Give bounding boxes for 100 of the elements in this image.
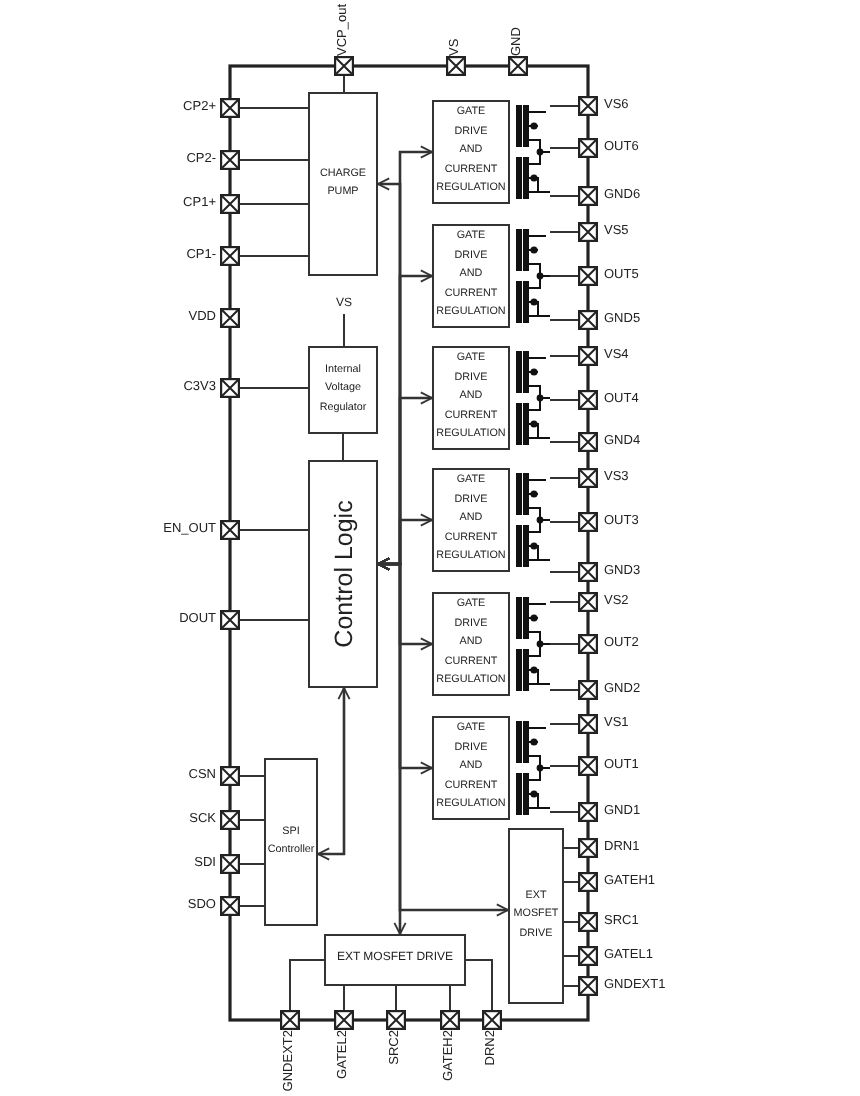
pin-terminal xyxy=(220,98,240,118)
connection-line xyxy=(549,319,579,321)
mosfet-pair-drawing xyxy=(516,350,550,446)
connection-line xyxy=(239,819,265,821)
connection-line xyxy=(549,521,579,523)
connection-line xyxy=(549,275,579,277)
connection-line xyxy=(239,387,309,389)
mosfet-pair-drawing xyxy=(516,104,550,200)
connection-line xyxy=(239,107,309,109)
connection-line xyxy=(343,75,345,93)
connection-line xyxy=(549,441,579,443)
pin-terminal xyxy=(578,96,598,116)
pin-terminal xyxy=(578,346,598,366)
connection-line xyxy=(239,203,309,205)
connection-line xyxy=(563,847,579,849)
pin-terminal xyxy=(578,714,598,734)
connection-line xyxy=(239,529,309,531)
function-block xyxy=(308,460,378,688)
pin-terminal xyxy=(578,186,598,206)
pin-terminal xyxy=(578,680,598,700)
connection-line xyxy=(549,765,579,767)
pin-terminal xyxy=(578,872,598,892)
connection-line xyxy=(563,985,579,987)
connection-line xyxy=(549,147,579,149)
pin-terminal xyxy=(578,432,598,452)
pin-terminal xyxy=(578,802,598,822)
connection-line xyxy=(549,601,579,603)
pin-terminal xyxy=(280,1010,300,1030)
pin-terminal xyxy=(578,222,598,242)
function-block xyxy=(264,758,318,926)
pin-terminal xyxy=(220,378,240,398)
pin-terminal xyxy=(482,1010,502,1030)
pin-terminal xyxy=(220,766,240,786)
bus-arrow xyxy=(317,687,351,861)
connection-line xyxy=(549,723,579,725)
mosfet-pair-drawing xyxy=(516,720,550,816)
pin-terminal xyxy=(220,896,240,916)
pin-terminal xyxy=(578,310,598,330)
connection-line xyxy=(449,985,451,1011)
connection-line xyxy=(563,921,579,923)
connection-line xyxy=(549,811,579,813)
pin-terminal xyxy=(578,946,598,966)
connection-line xyxy=(549,571,579,573)
connection-line xyxy=(239,255,309,257)
pin-terminal xyxy=(220,246,240,266)
connection-line xyxy=(563,955,579,957)
connection-line xyxy=(549,355,579,357)
connection-line xyxy=(563,881,579,883)
connection-line xyxy=(549,689,579,691)
pin-terminal xyxy=(334,56,354,76)
pin-terminal xyxy=(220,308,240,328)
connection-line xyxy=(343,313,345,347)
connection-line xyxy=(549,643,579,645)
mosfet-pair-drawing xyxy=(516,228,550,324)
pin-terminal xyxy=(578,512,598,532)
pin-terminal xyxy=(220,854,240,874)
pin-terminal xyxy=(508,56,528,76)
connection-line xyxy=(465,959,493,1011)
connection-line xyxy=(342,433,344,461)
pin-terminal xyxy=(578,266,598,286)
pin-terminal xyxy=(578,912,598,932)
connection-line xyxy=(549,231,579,233)
function-block xyxy=(508,828,564,1004)
pin-terminal xyxy=(578,390,598,410)
pin-terminal xyxy=(578,634,598,654)
pin-terminal xyxy=(220,810,240,830)
pin-terminal xyxy=(386,1010,406,1030)
pin-terminal xyxy=(220,610,240,630)
pin-terminal xyxy=(578,976,598,996)
connection-line xyxy=(239,863,265,865)
pin-terminal xyxy=(334,1010,354,1030)
mosfet-pair-drawing xyxy=(516,472,550,568)
connection-line xyxy=(239,905,265,907)
connection-line xyxy=(549,399,579,401)
pin-terminal xyxy=(440,1010,460,1030)
connection-line xyxy=(239,159,309,161)
pin-terminal xyxy=(578,838,598,858)
connection-line xyxy=(549,195,579,197)
pin-terminal xyxy=(578,138,598,158)
pin-terminal xyxy=(578,468,598,488)
block-label: Control Logic xyxy=(329,500,357,648)
pin-terminal xyxy=(220,150,240,170)
pin-terminal xyxy=(578,592,598,612)
connection-line xyxy=(289,959,325,1011)
connection-line xyxy=(239,619,309,621)
connection-line xyxy=(395,985,397,1011)
mosfet-pair-drawing xyxy=(516,596,550,692)
pin-terminal xyxy=(578,562,598,582)
pin-terminal xyxy=(578,756,598,776)
function-block xyxy=(324,934,466,986)
connection-line xyxy=(239,775,265,777)
connection-line xyxy=(549,477,579,479)
connection-line xyxy=(549,105,579,107)
pin-terminal xyxy=(220,194,240,214)
function-block xyxy=(308,92,378,276)
connection-line xyxy=(343,985,345,1011)
pin-terminal xyxy=(446,56,466,76)
bus-arrow xyxy=(377,557,509,917)
pin-terminal xyxy=(220,520,240,540)
function-block xyxy=(308,346,378,434)
